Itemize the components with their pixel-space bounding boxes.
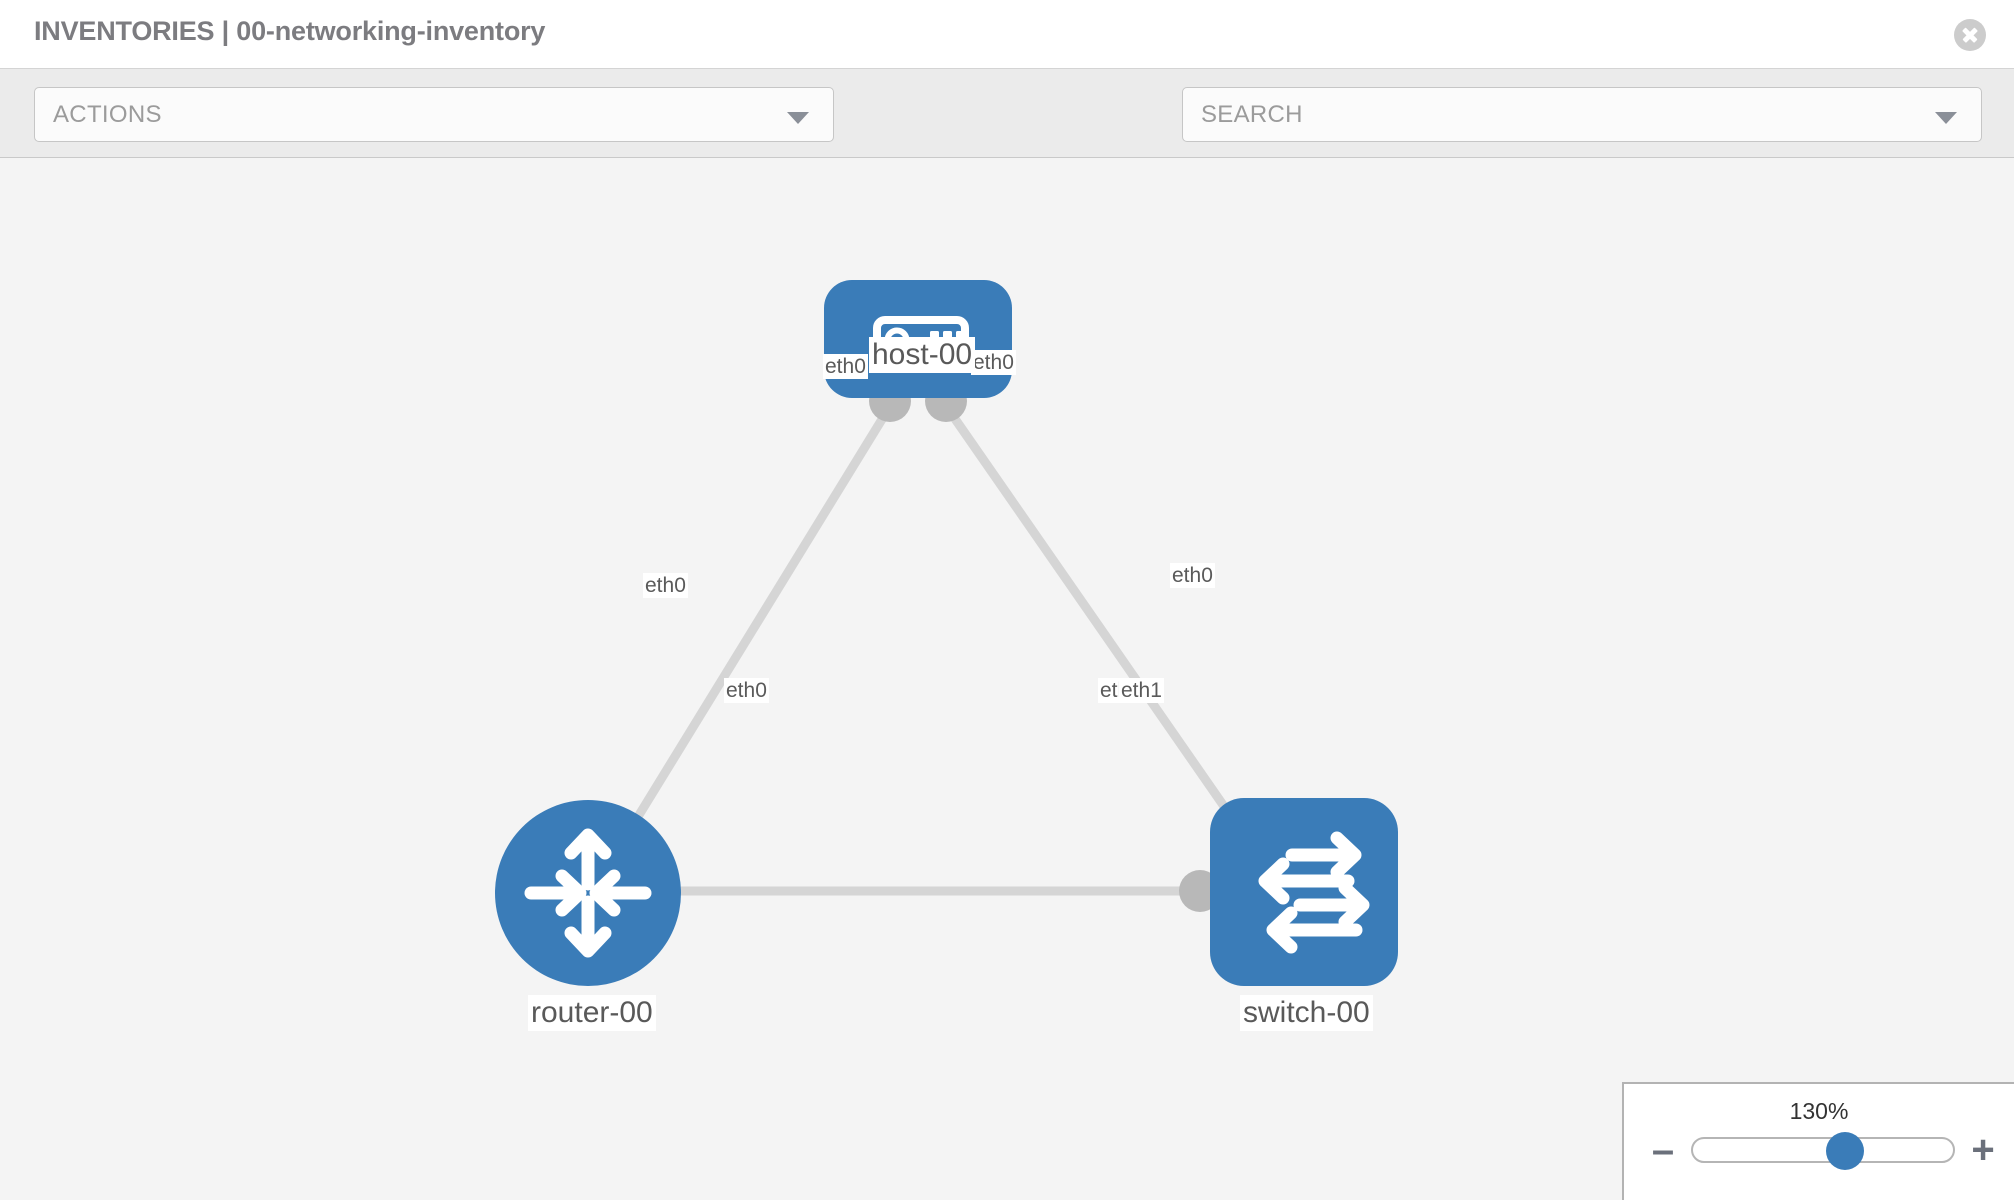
chevron-down-icon (787, 112, 809, 124)
zoom-slider[interactable] (1691, 1132, 1955, 1170)
zoom-panel: 130% – + (1622, 1082, 2014, 1200)
page-header: INVENTORIES | 00-networking-inventory (0, 0, 2014, 68)
search-placeholder: SEARCH (1201, 101, 1303, 128)
node-switch-00 (1210, 798, 1398, 986)
edge-label: eth0 (971, 350, 1016, 375)
topology-links (616, 400, 1250, 896)
topology-ports (627, 380, 1257, 912)
node-label-switch-00: switch-00 (1240, 995, 1373, 1031)
edge-label: eth0 (823, 354, 868, 379)
node-switch-00[interactable] (1210, 798, 1398, 986)
zoom-slider-thumb[interactable] (1826, 1132, 1865, 1170)
search-input[interactable]: SEARCH (1182, 87, 1982, 142)
toolbar: ACTIONS SEARCH (0, 68, 2014, 199)
close-icon[interactable] (1954, 19, 1986, 51)
page-title: INVENTORIES | 00-networking-inventory (34, 16, 546, 46)
link-host-router (616, 400, 896, 849)
edge-label: eth0 (1170, 563, 1215, 588)
topology-canvas[interactable]: eth0 eth0 eth0 eth0 eth0 eth eth1 host-0… (0, 158, 2014, 1200)
chevron-down-icon (1935, 112, 1957, 124)
zoom-in-button[interactable]: + (1971, 1128, 1995, 1172)
node-router-00 (495, 800, 681, 986)
router-arrows-icon (524, 828, 652, 958)
node-label-host-00: host-00 (869, 337, 976, 373)
link-host-switch (940, 400, 1250, 841)
zoom-out-button[interactable]: – (1651, 1128, 1675, 1172)
node-host-00[interactable] (824, 280, 1012, 398)
zoom-percent-label: 130% (1789, 1098, 1849, 1124)
actions-dropdown[interactable]: ACTIONS (34, 87, 834, 142)
edge-label: eth1 (1119, 678, 1164, 703)
actions-dropdown-label: ACTIONS (53, 101, 162, 128)
node-label-router-00: router-00 (528, 995, 656, 1031)
node-router-00[interactable] (495, 800, 681, 986)
edge-label: eth0 (643, 573, 688, 598)
switch-arrows-icon (1258, 831, 1370, 954)
edge-label: eth0 (724, 678, 769, 703)
